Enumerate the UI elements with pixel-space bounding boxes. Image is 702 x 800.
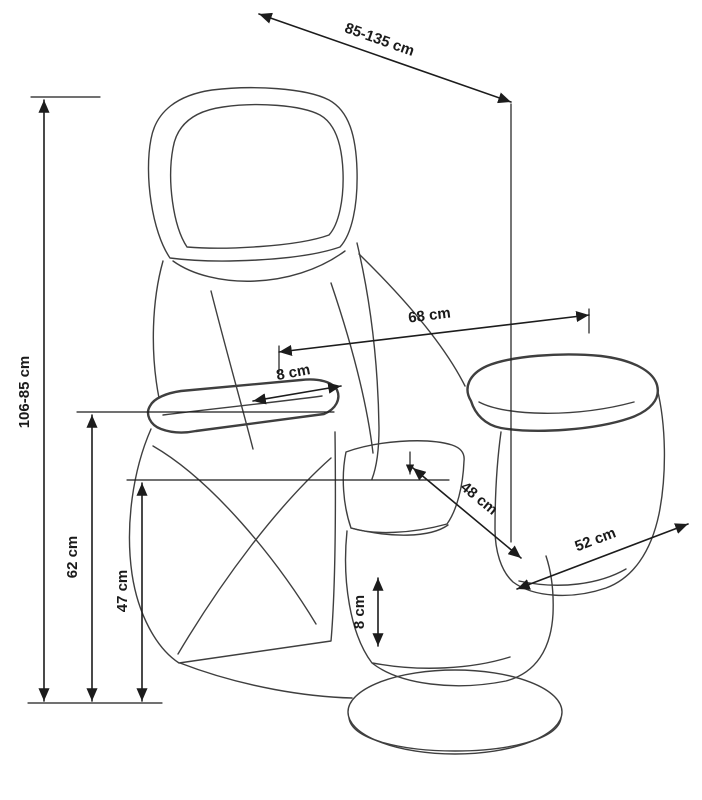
dim-line-armrest-width [252, 382, 342, 405]
dim-label-base-width: 52 cm [573, 524, 619, 555]
chair-front-skirt [344, 530, 554, 687]
chair-pocket-fold-2 [177, 457, 332, 655]
chair-left-side-panel [128, 428, 337, 664]
chair-right-armrest-pad [466, 353, 660, 432]
chair-back-seam-left [210, 290, 254, 450]
dim-label-back-width: 68 cm [407, 305, 451, 327]
dim-line-base-width [516, 523, 689, 590]
dim-line-back-width [278, 310, 590, 357]
chair-headrest-inner-seam [169, 103, 344, 249]
chair-back-right-edge [356, 242, 380, 480]
dim-label-height-range: 106-85 cm [16, 356, 33, 429]
chair-drawing [128, 87, 666, 755]
dim-label-arm-height: 62 cm [64, 536, 81, 579]
dim-label-seat-height: 47 cm [114, 570, 131, 613]
dim-label-clearance: 8 cm [351, 595, 368, 629]
dim-label-armrest-width: 8 cm [275, 361, 312, 384]
chair-left-armrest-pad [146, 378, 340, 434]
dimension-labels: 85-135 cm 106-85 cm 62 cm 47 cm 68 cm 8 … [16, 20, 618, 629]
chair-back-seam-right [330, 282, 374, 454]
chair-right-armrest-seam [478, 401, 635, 414]
chair-headrest-outline [147, 87, 358, 262]
chair-seat-cushion [342, 440, 465, 534]
chair-seat-front-seam [350, 524, 449, 536]
dim-line-top-span [258, 12, 512, 104]
chair-pocket-fold-1 [152, 445, 317, 625]
chair-base-plate [347, 669, 563, 755]
dim-line-seat-depth [412, 467, 522, 559]
chair-lower-left-line [179, 662, 353, 699]
chair-right-armrest-body [494, 387, 666, 597]
dimension-annotations [27, 12, 689, 704]
chair-back-left-edge [152, 260, 164, 399]
chair-front-skirt-seam [372, 656, 511, 669]
chair-base-rim [348, 717, 562, 752]
dim-label-top-span: 85-135 cm [342, 20, 416, 60]
dim-label-seat-depth: 48 cm [457, 478, 501, 518]
chair-neck-seam [172, 250, 346, 282]
